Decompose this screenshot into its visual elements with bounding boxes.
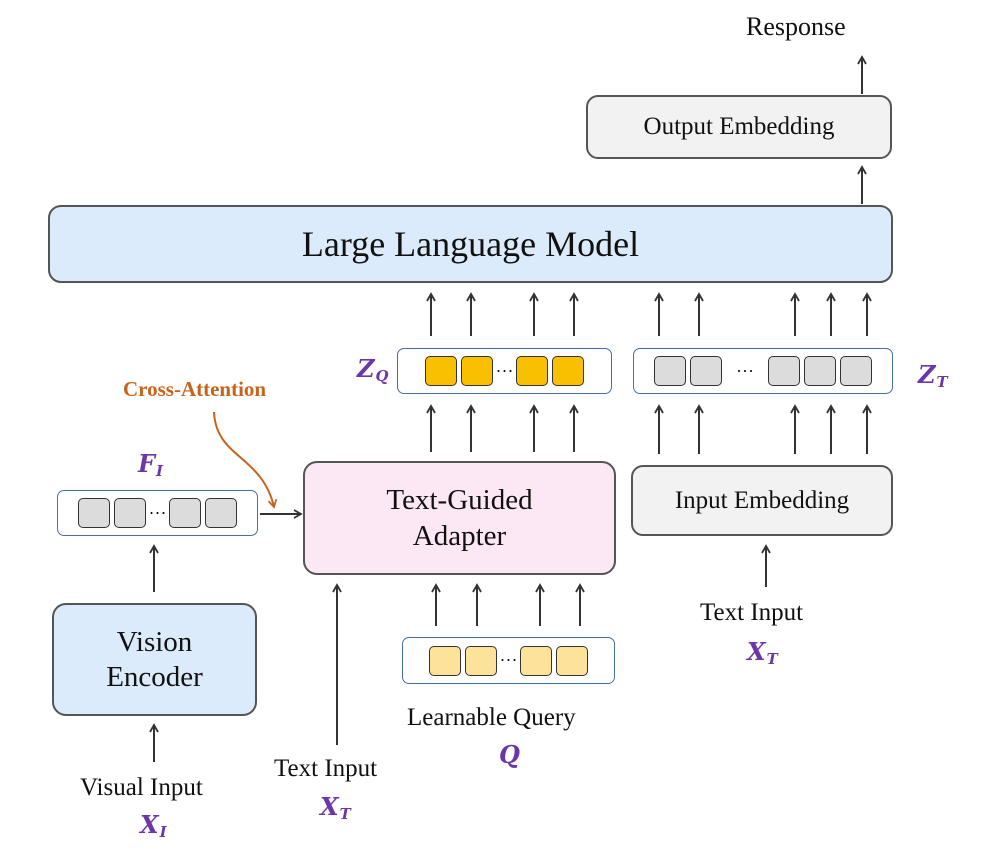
output-embedding-label: Output Embedding — [643, 113, 835, 140]
token — [428, 645, 461, 676]
token — [169, 498, 202, 528]
output-embedding-box: Output Embedding — [586, 95, 892, 159]
zq-token-container: ··· — [397, 348, 612, 394]
xi-symbol: XI — [140, 810, 167, 842]
text-input-right-label: Text Input — [700, 599, 804, 626]
visual-input-label: Visual Input — [80, 774, 203, 801]
llm-box: Large Language Model — [48, 205, 893, 283]
adapter-label-line2: Adapter — [412, 520, 507, 552]
token — [77, 498, 110, 528]
text-guided-adapter-box: Text-Guided Adapter — [303, 461, 616, 575]
response-label: Response — [746, 12, 846, 41]
token — [690, 356, 722, 386]
token — [464, 645, 497, 676]
xt-right-symbol: XT — [747, 637, 778, 669]
token — [803, 356, 836, 386]
llm-label: Large Language Model — [301, 224, 640, 264]
token — [520, 645, 553, 676]
vision-encoder-box: Vision Encoder — [52, 603, 257, 716]
input-embedding-label: Input Embedding — [674, 486, 850, 514]
token — [767, 356, 800, 386]
zt-symbol: ZT — [918, 360, 948, 392]
fi-symbol: FI — [138, 449, 164, 481]
token-ellipsis: ··· — [736, 360, 754, 381]
token — [205, 498, 238, 528]
text-input-center-label: Text Input — [274, 755, 378, 782]
zt-token-container: ··· — [633, 348, 893, 394]
token — [113, 498, 146, 528]
token — [552, 356, 585, 386]
token — [654, 356, 686, 386]
cross-attention-arrow — [213, 411, 278, 509]
token-ellipsis: ··· — [499, 650, 518, 670]
token — [424, 356, 457, 386]
input-embedding-box: Input Embedding — [631, 465, 893, 536]
learnable-query-token-container: ··· — [402, 637, 615, 684]
token-ellipsis: ··· — [148, 502, 167, 523]
cross-attention-label: Cross-Attention — [123, 377, 267, 401]
xt-center-symbol: XT — [320, 792, 351, 824]
token — [556, 645, 589, 676]
token — [839, 356, 872, 386]
zq-symbol: ZQ — [357, 354, 389, 386]
learnable-query-label: Learnable Query — [407, 704, 576, 731]
vision-encoder-label-line1: Vision — [116, 625, 193, 658]
q-symbol: Q — [499, 740, 520, 769]
adapter-label-line1: Text-Guided — [386, 483, 533, 516]
token-ellipsis: ··· — [495, 360, 514, 381]
token — [516, 356, 549, 386]
token — [460, 356, 493, 386]
fi-token-container: ··· — [57, 490, 258, 536]
vision-encoder-label-line2: Encoder — [106, 660, 203, 693]
